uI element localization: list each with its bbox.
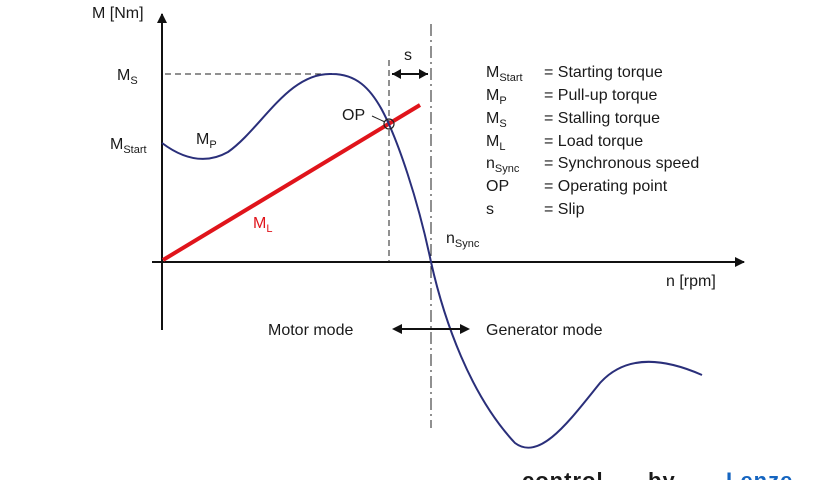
svg-text:= Pull-up torque: = Pull-up torque xyxy=(544,87,658,104)
legend-item: ML = Load torque xyxy=(486,133,643,153)
svg-text:OP: OP xyxy=(486,178,509,195)
brand-logo: control by Lenze xyxy=(522,468,793,480)
legend-item: MS = Stalling torque xyxy=(486,110,660,130)
brand-part3: Lenze xyxy=(726,468,793,480)
brand-part1: control xyxy=(522,468,604,480)
svg-text:ML: ML xyxy=(486,133,505,153)
svg-text:MS: MS xyxy=(486,110,507,130)
legend-item: s = Slip xyxy=(486,201,585,218)
legend-item: nSync = Synchronous speed xyxy=(486,155,699,175)
brand-part2: by xyxy=(648,468,676,480)
svg-text:= Synchronous speed: = Synchronous speed xyxy=(544,155,699,172)
y-axis-label: M [Nm] xyxy=(92,5,144,22)
load-torque-line xyxy=(161,103,422,262)
svg-text:= Operating point: = Operating point xyxy=(544,178,668,195)
svg-text:s: s xyxy=(486,201,494,218)
svg-text:MP: MP xyxy=(486,87,507,107)
svg-text:= Load torque: = Load torque xyxy=(544,133,643,150)
svg-text:nSync: nSync xyxy=(486,155,520,175)
legend: MStart = Starting torque MP = Pull-up to… xyxy=(486,64,699,218)
legend-item: MStart = Starting torque xyxy=(486,64,663,84)
ml-label: ML xyxy=(253,215,272,235)
svg-text:= Slip: = Slip xyxy=(544,201,585,218)
legend-item: MP = Pull-up torque xyxy=(486,87,658,107)
nsync-label: nSync xyxy=(446,230,480,250)
legend-item: OP = Operating point xyxy=(486,178,668,195)
torque-speed-curve xyxy=(161,72,703,449)
slip-label: s xyxy=(404,47,412,64)
x-axis-label: n [rpm] xyxy=(666,273,716,290)
svg-text:= Stalling torque: = Stalling torque xyxy=(544,110,660,127)
ms-label: MS xyxy=(117,67,138,87)
svg-text:MStart: MStart xyxy=(486,64,523,84)
svg-text:= Starting torque: = Starting torque xyxy=(544,64,663,81)
mstart-label: MStart xyxy=(110,136,147,156)
mp-label: MP xyxy=(196,131,217,151)
op-label: OP xyxy=(342,107,365,124)
generator-mode-label: Generator mode xyxy=(486,322,603,339)
operating-point-marker xyxy=(383,118,395,130)
motor-mode-label: Motor mode xyxy=(268,322,353,339)
